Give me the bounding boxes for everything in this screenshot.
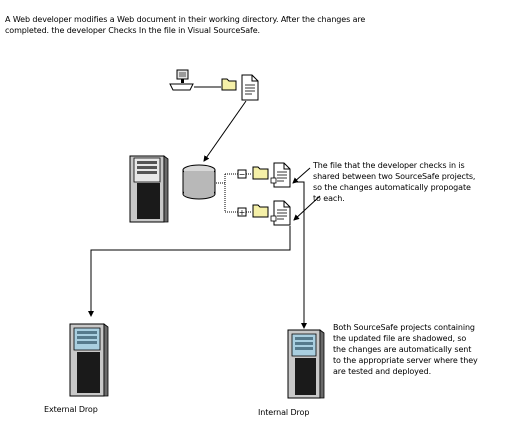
- shadowed-projects-note: Both SourceSafe projects containing the …: [333, 322, 503, 377]
- intro-line-1: A Web developer modifies a Web document …: [5, 15, 366, 24]
- project-folder-2-icon: [252, 204, 269, 218]
- developer-computer-icon: [169, 69, 194, 91]
- note-to-doc1-arrow: [292, 167, 311, 184]
- collapse-toggle[interactable]: −: [237, 169, 247, 179]
- project-document-2-icon: [270, 200, 291, 226]
- external-drop-label: External Drop: [44, 405, 98, 414]
- shared-note-line-3: so the changes automatically propogate: [313, 183, 471, 192]
- document-icon: [241, 74, 259, 101]
- project-folder-1-icon: [252, 166, 269, 180]
- external-drop-server-icon: [69, 323, 109, 397]
- folder-icon: [221, 78, 237, 91]
- intro-line-2: completed. the developer Checks In the f…: [5, 26, 261, 35]
- sourcesafe-database-icon: [182, 164, 216, 200]
- note-to-doc2-arrow: [293, 195, 321, 221]
- expand-symbol: +: [239, 208, 246, 217]
- shadowed-note-line-1: Both SourceSafe projects containing: [333, 323, 475, 332]
- sourcesafe-server-icon: [129, 155, 169, 223]
- internal-drop-connector: [297, 181, 307, 329]
- project-document-1-icon: [270, 162, 291, 188]
- check-in-arrow: [203, 100, 247, 162]
- expand-toggle[interactable]: +: [237, 207, 247, 217]
- shared-note-line-2: shared between two SourceSafe projects,: [313, 172, 476, 181]
- shared-note-line-4: to each.: [313, 194, 345, 203]
- shadowed-note-line-5: are tested and deployed.: [333, 367, 432, 376]
- external-drop-connector: [88, 226, 291, 317]
- intro-text: A Web developer modifies a Web document …: [5, 14, 475, 36]
- shadowed-note-line-2: the updated file are shadowed, so: [333, 334, 467, 343]
- collapse-symbol: −: [239, 170, 246, 179]
- shared-note-line-1: The file that the developer checks in is: [313, 161, 465, 170]
- internal-drop-label: Internal Drop: [258, 408, 310, 417]
- shadowed-note-line-3: the changes are automatically sent: [333, 345, 472, 354]
- internal-drop-server-icon: [287, 329, 325, 399]
- shared-file-note: The file that the developer checks in is…: [313, 160, 503, 204]
- project-tree-lines: [216, 173, 238, 213]
- shadowed-note-line-4: to the appropriate server where they: [333, 356, 478, 365]
